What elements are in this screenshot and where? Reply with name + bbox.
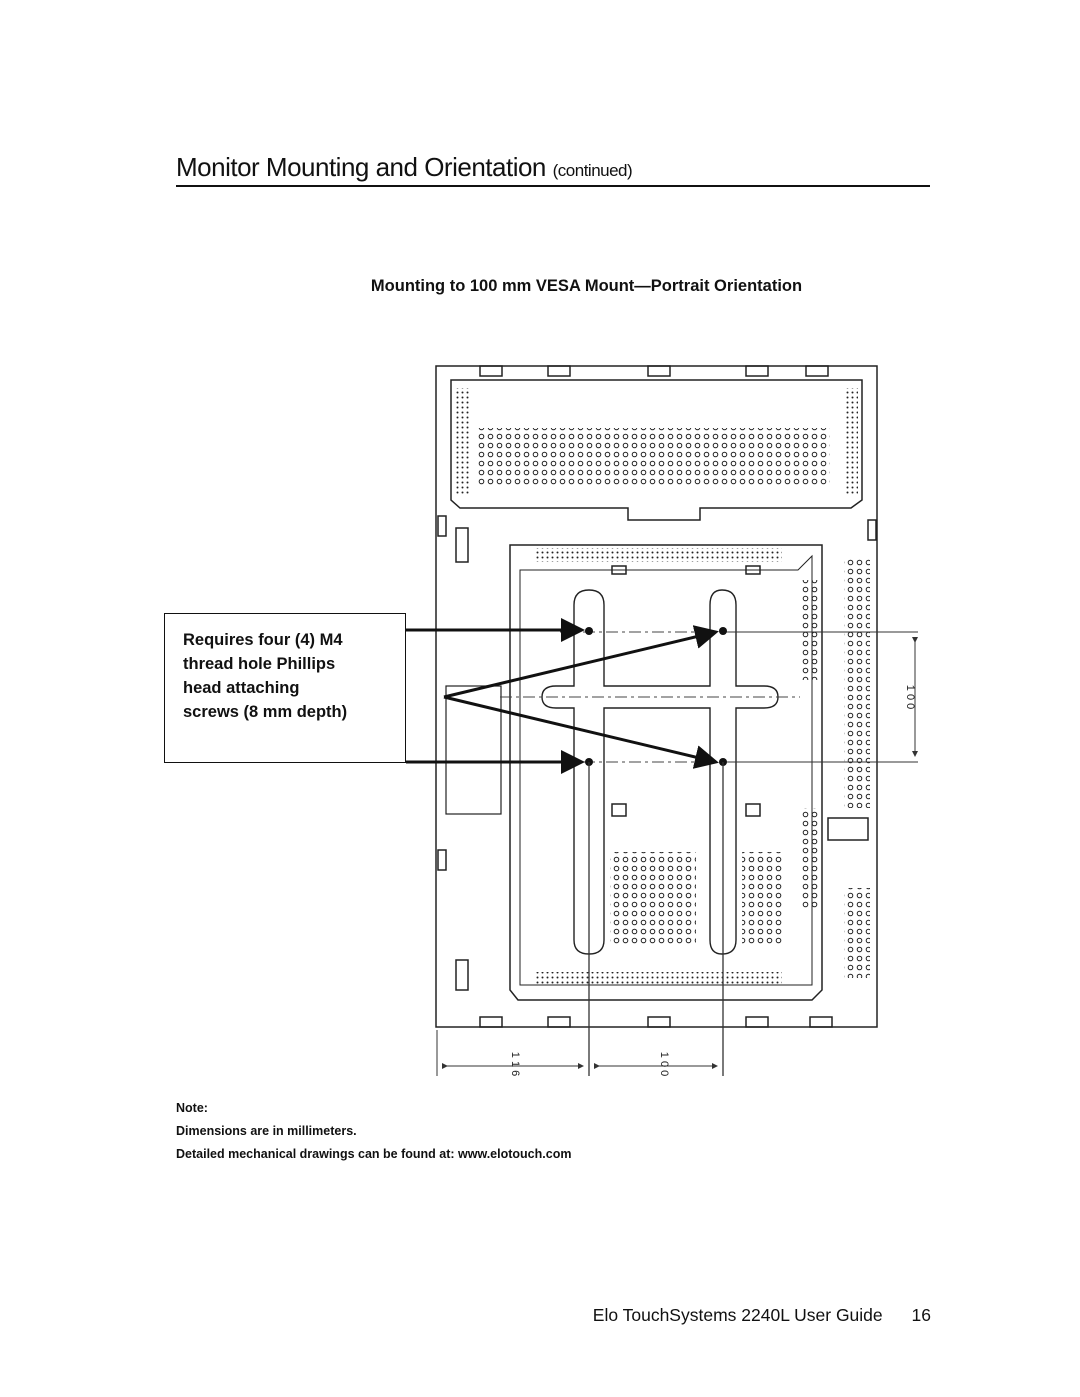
heading-title: Monitor Mounting and Orientation bbox=[176, 152, 546, 182]
callout-arrows bbox=[406, 618, 719, 774]
dimension-bottom bbox=[436, 762, 724, 1076]
callout-line: thread hole Phillips bbox=[183, 655, 336, 673]
page-number: 16 bbox=[911, 1305, 931, 1325]
note-label: Note: bbox=[176, 1101, 208, 1115]
note-dimensions: Dimensions are in millimeters. bbox=[176, 1124, 357, 1138]
note-drawings-link: Detailed mechanical drawings can be foun… bbox=[176, 1147, 572, 1161]
footer-guide-title: Elo TouchSystems 2240L User Guide bbox=[592, 1305, 883, 1325]
center-lines bbox=[500, 631, 800, 763]
callout-line: Requires four (4) M4 bbox=[183, 631, 343, 649]
heading-continued: (continued) bbox=[552, 161, 633, 180]
page-footer: Elo TouchSystems 2240L User Guide 16 bbox=[593, 1305, 931, 1326]
dimension-bottom-left-label: 1 1 6 bbox=[509, 1052, 521, 1076]
section-subheading: Mounting to 100 mm VESA Mount—Portrait O… bbox=[370, 277, 803, 295]
vent-grilles bbox=[456, 388, 870, 986]
callout-line: head attaching bbox=[183, 679, 300, 697]
screw-requirements-callout: Requires four (4) M4 thread hole Phillip… bbox=[164, 613, 406, 763]
monitor-outline bbox=[435, 365, 878, 1028]
vesa-bracket bbox=[541, 589, 779, 955]
dimension-vertical-label: 1 0 0 bbox=[904, 685, 916, 709]
callout-line: screws (8 mm depth) bbox=[183, 703, 348, 721]
page-heading: Monitor Mounting and Orientation (contin… bbox=[176, 152, 930, 187]
dimension-bottom-right-label: 1 0 0 bbox=[658, 1052, 670, 1076]
dimension-vertical bbox=[728, 631, 918, 763]
